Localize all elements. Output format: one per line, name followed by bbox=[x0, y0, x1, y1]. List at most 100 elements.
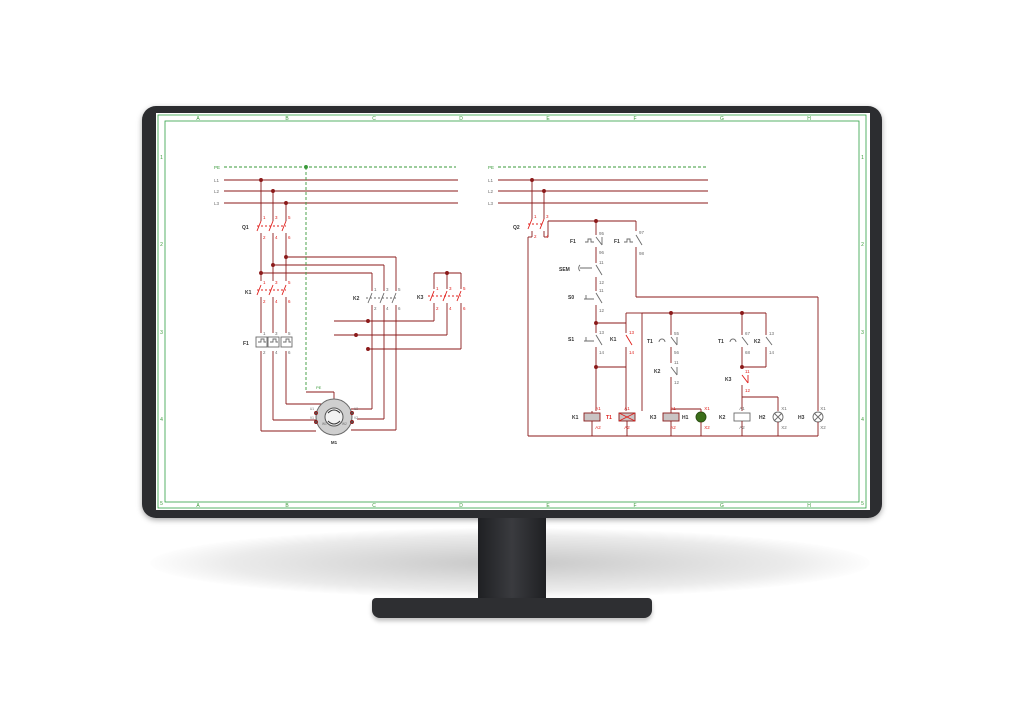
terminal-label: 55 bbox=[674, 331, 680, 336]
coil-tag: K3 bbox=[650, 415, 657, 421]
component-tag: Q1 bbox=[242, 225, 249, 231]
terminal-label: 14 bbox=[629, 350, 635, 355]
coil-tag: H1 bbox=[682, 415, 689, 421]
frame-column-label: B bbox=[285, 503, 289, 509]
bus-label: L1 bbox=[488, 178, 494, 183]
coil-tag: H3 bbox=[798, 415, 805, 421]
component-tag: F1 bbox=[614, 239, 620, 245]
terminal-label: 6 bbox=[398, 306, 401, 311]
monitor-stand-base bbox=[372, 598, 652, 618]
frame-column-label: A bbox=[196, 503, 200, 509]
terminal-label: 3 bbox=[275, 331, 278, 336]
coil-tag: K1 bbox=[572, 415, 579, 421]
terminal-label: 14 bbox=[769, 350, 775, 355]
terminal-label: 56 bbox=[674, 350, 680, 355]
terminal-label: 13 bbox=[629, 330, 635, 335]
terminal-label: 11 bbox=[599, 260, 604, 265]
control-circuit-labels: PEL1L2L3Q21234F19596F19798SEM1112S01112S… bbox=[488, 165, 826, 430]
terminal-label: 2 bbox=[534, 234, 537, 239]
terminal-label: A2 bbox=[624, 425, 630, 430]
component-tag: S1 bbox=[568, 337, 574, 343]
motor-terminal-label: U1 bbox=[310, 407, 314, 411]
bus-label: L2 bbox=[214, 189, 220, 194]
terminal-label: 11 bbox=[599, 288, 604, 293]
frame-column-label: D bbox=[459, 503, 463, 509]
terminal-label: 4 bbox=[546, 234, 549, 239]
component-tag: K2 bbox=[654, 369, 661, 375]
component-tag: K1 bbox=[610, 337, 617, 343]
terminal-label: 12 bbox=[599, 308, 605, 313]
terminal-label: 3 bbox=[275, 280, 278, 285]
terminal-label: X1 bbox=[820, 406, 826, 411]
terminal-label: 1 bbox=[374, 287, 377, 292]
motor-terminal-label: W2 bbox=[342, 422, 347, 426]
terminal-label: X2 bbox=[704, 425, 710, 430]
terminal-label: 4 bbox=[275, 235, 278, 240]
terminal-label: 96 bbox=[599, 250, 605, 255]
terminal-label: 1 bbox=[436, 286, 439, 291]
frame-column-label: E bbox=[546, 503, 550, 509]
frame-column-label: H bbox=[807, 116, 811, 122]
terminal-label: 3 bbox=[275, 215, 278, 220]
component-tag: SEM bbox=[559, 267, 570, 273]
component-tag: K3 bbox=[725, 377, 732, 383]
frame-column-label: B bbox=[285, 116, 289, 122]
frame-row-label: 4 bbox=[861, 417, 864, 423]
terminal-label: 3 bbox=[546, 214, 549, 219]
component-tag: F1 bbox=[243, 341, 249, 347]
motor-terminal-label: W1 bbox=[322, 422, 327, 426]
frame-row-label: 5 bbox=[861, 501, 864, 507]
terminal-label: 4 bbox=[386, 306, 389, 311]
motor-terminal-label: U2 bbox=[354, 407, 358, 411]
terminal-label: 6 bbox=[288, 350, 291, 355]
bus-label: L2 bbox=[488, 189, 494, 194]
terminal-label: 67 bbox=[745, 331, 751, 336]
coil-tag: T1 bbox=[606, 415, 612, 421]
bus-label: PE bbox=[488, 165, 494, 170]
terminal-label: 5 bbox=[288, 215, 291, 220]
terminal-label: 2 bbox=[374, 306, 377, 311]
frame-column-label: C bbox=[372, 503, 376, 509]
terminal-label: 4 bbox=[449, 306, 452, 311]
terminal-label: A1 bbox=[624, 406, 630, 411]
terminal-label: 98 bbox=[639, 251, 645, 256]
frame-column-label: C bbox=[372, 116, 376, 122]
frame-column-label: F bbox=[633, 503, 636, 509]
frame-row-label: 2 bbox=[160, 242, 163, 248]
motor-tag: M1 bbox=[331, 440, 338, 445]
component-tag: T1 bbox=[647, 339, 653, 345]
frame-column-label: A bbox=[196, 116, 200, 122]
component-tag: K1 bbox=[245, 290, 252, 296]
terminal-label: 11 bbox=[745, 369, 750, 374]
terminal-label: 12 bbox=[599, 280, 605, 285]
frame-column-label: D bbox=[459, 116, 463, 122]
bus-label: L1 bbox=[214, 178, 220, 183]
terminal-label: 13 bbox=[599, 330, 605, 335]
terminal-label: X1 bbox=[781, 406, 787, 411]
power-circuit bbox=[224, 165, 462, 436]
terminal-label: 1 bbox=[263, 280, 266, 285]
terminal-label: 2 bbox=[263, 235, 266, 240]
motor-terminal-label: V2 bbox=[354, 416, 358, 420]
terminal-label: 5 bbox=[463, 286, 466, 291]
terminal-label: 4 bbox=[275, 299, 278, 304]
coil-tag: K2 bbox=[719, 415, 726, 421]
component-tag: K2 bbox=[353, 296, 360, 302]
frame-row-label: 3 bbox=[861, 330, 864, 336]
terminal-label: 95 bbox=[599, 231, 605, 236]
frame-column-label: H bbox=[807, 503, 811, 509]
terminal-label: 97 bbox=[639, 230, 645, 235]
component-tag: F1 bbox=[570, 239, 576, 245]
terminal-label: 14 bbox=[599, 350, 605, 355]
terminal-label: 13 bbox=[769, 331, 775, 336]
terminal-label: 1 bbox=[263, 215, 266, 220]
terminal-label: 6 bbox=[463, 306, 466, 311]
terminal-label: A2 bbox=[670, 425, 676, 430]
terminal-label: 12 bbox=[674, 380, 680, 385]
frame-column-label: F bbox=[633, 116, 636, 122]
bus-label: PE bbox=[214, 165, 220, 170]
terminal-label: X2 bbox=[781, 425, 787, 430]
component-tag: K3 bbox=[417, 295, 424, 301]
